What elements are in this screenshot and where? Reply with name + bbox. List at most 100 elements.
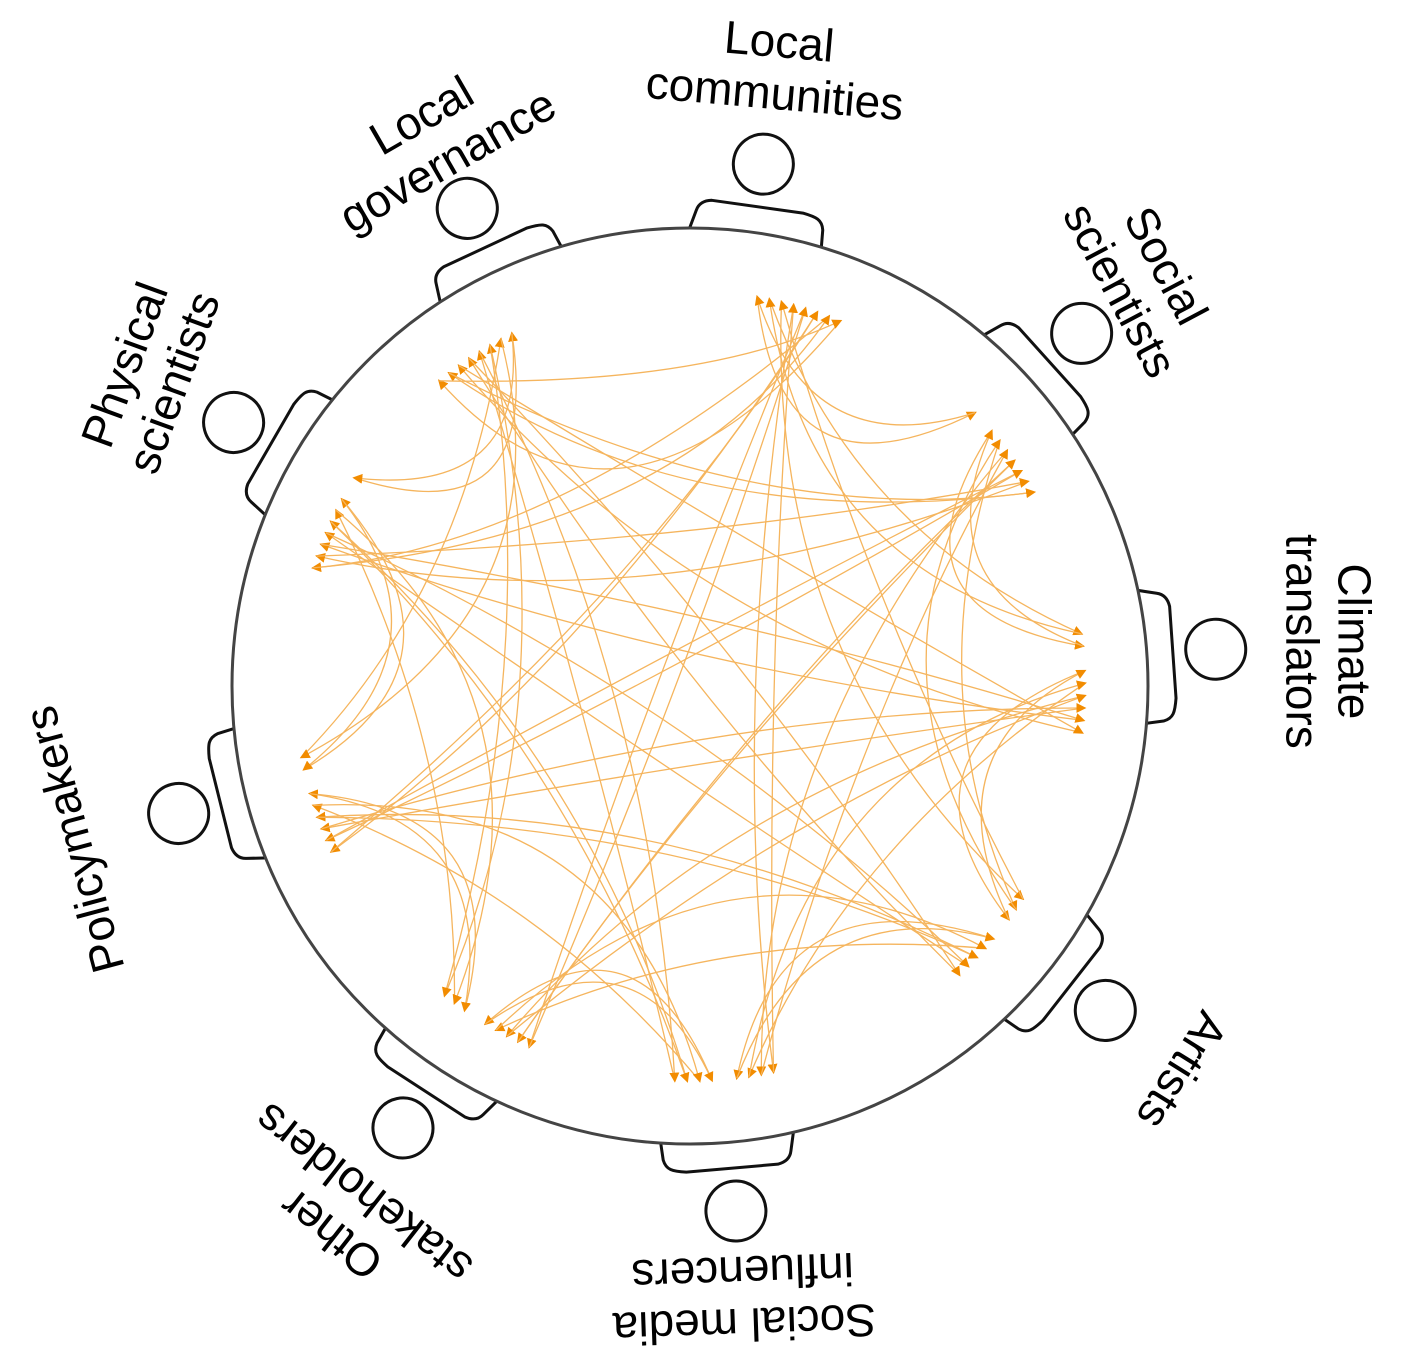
seat-social-media — [656, 1114, 798, 1243]
link-local-governance-to-climate-translators — [458, 365, 1084, 734]
seat-policymakers — [147, 722, 284, 860]
seat-local-communities — [681, 132, 825, 265]
link-other-stakeholders-to-artists — [495, 894, 988, 1031]
label-physical-scientists: Physicalscientists — [67, 267, 229, 480]
chair-social-media — [656, 1114, 798, 1174]
link-policymakers-to-social-media — [313, 803, 703, 1083]
label-other-stakeholders: Otherstakeholders — [212, 1093, 482, 1336]
seat-artists — [989, 899, 1137, 1042]
link-artists-to-local-communities — [778, 299, 1024, 900]
connection-links — [299, 294, 1087, 1083]
chair-other-stakeholders — [374, 1012, 511, 1121]
link-social-media-to-physical-scientists — [329, 520, 688, 1082]
link-social-media-to-other-stakeholders — [483, 969, 713, 1081]
link-social-media-to-social-scientists — [760, 448, 1009, 1075]
link-local-governance-to-physical-scientists — [352, 333, 514, 484]
link-social-scientists-to-local-communities — [754, 294, 976, 426]
seat-physical-scientists — [202, 389, 349, 528]
person-head-artists — [1073, 978, 1137, 1042]
link-policymakers-to-artists — [317, 816, 979, 959]
link-other-stakeholders-to-physical-scientists — [335, 508, 456, 1004]
link-local-communities-to-artists — [780, 301, 1025, 901]
chair-artists — [989, 899, 1104, 1033]
link-policymakers-to-local-governance — [301, 337, 505, 758]
link-social-media-to-climate-translators — [748, 680, 1087, 1077]
label-local-communities: Localcommunities — [644, 4, 910, 130]
link-physical-scientists-to-local-governance — [354, 331, 519, 493]
link-policymakers-to-other-stakeholders — [309, 792, 471, 1013]
label-line: translators — [1276, 534, 1328, 749]
label-line: influencers — [631, 1243, 855, 1303]
chair-policymakers — [207, 722, 284, 860]
link-physical-scientists-to-social-scientists — [316, 477, 1030, 557]
person-head-policymakers — [147, 781, 211, 845]
seats-layer — [147, 132, 1248, 1243]
label-line: Climate — [1328, 563, 1380, 719]
chair-social-scientists — [967, 321, 1090, 448]
link-artists-to-other-stakeholders — [494, 943, 986, 1032]
link-social-media-to-local-communities — [771, 302, 798, 1073]
link-artists-to-local-governance — [468, 356, 960, 976]
person-head-physical-scientists — [202, 391, 266, 455]
seat-local-governance — [434, 176, 571, 320]
link-climate-translators-to-artists — [958, 670, 1085, 921]
chair-climate-translators — [1119, 586, 1178, 727]
link-social-scientists-to-physical-scientists — [315, 480, 1029, 582]
link-physical-scientists-to-climate-translators — [321, 543, 1086, 723]
link-policymakers-to-climate-translators — [321, 702, 1087, 830]
link-physical-scientists-to-social-media — [330, 521, 690, 1083]
link-local-communities-to-climate-translators — [768, 298, 1084, 636]
link-artists-to-policymakers — [315, 811, 978, 958]
link-climate-translators-to-social-scientists — [970, 429, 1084, 647]
link-local-governance-to-social-media — [478, 351, 680, 1083]
link-local-governance-to-local-communities — [439, 319, 843, 382]
link-physical-scientists-to-artists — [325, 532, 970, 968]
link-climate-translators-to-local-governance — [457, 364, 1083, 734]
label-line: Artists — [1127, 1003, 1239, 1139]
label-line: Policymakers — [13, 701, 134, 979]
person-head-social-media — [704, 1179, 768, 1243]
label-line: communities — [644, 56, 906, 130]
chair-local-communities — [681, 198, 825, 265]
label-social-scientists: Socialscientists — [1053, 170, 1234, 386]
link-physical-scientists-to-other-stakeholders — [335, 509, 494, 1005]
link-other-stakeholders-to-social-media — [485, 981, 714, 1083]
seat-other-stakeholders — [371, 1012, 511, 1160]
label-social-media: Social mediainfluencers — [610, 1242, 877, 1355]
link-local-governance-to-policymakers — [299, 339, 517, 759]
link-other-stakeholders-to-local-communities — [528, 306, 808, 1048]
seat-social-scientists — [967, 301, 1114, 448]
chair-local-governance — [434, 223, 571, 320]
label-policymakers: Policymakers — [13, 701, 134, 979]
link-local-governance-to-social-scientists — [448, 372, 1037, 501]
link-local-communities-to-social-media — [753, 304, 795, 1075]
label-line: Social media — [612, 1294, 877, 1355]
label-climate-translators: Climatetranslators — [1276, 534, 1380, 749]
person-head-local-communities — [731, 132, 795, 196]
link-local-governance-to-other-stakeholders — [441, 345, 509, 998]
link-physical-scientists-to-local-communities — [313, 314, 831, 569]
link-social-media-to-policymakers — [311, 803, 701, 1082]
person-head-social-scientists — [1050, 301, 1114, 365]
label-local-governance: Localgovernance — [304, 33, 564, 243]
link-social-scientists-to-artists — [961, 440, 1018, 912]
person-head-other-stakeholders — [371, 1096, 435, 1160]
link-local-communities-to-other-stakeholders — [527, 308, 807, 1049]
link-artists-to-social-scientists — [925, 438, 1017, 910]
link-other-stakeholders-to-local-governance — [444, 343, 523, 996]
link-social-scientists-to-policymakers — [324, 470, 1022, 842]
link-policymakers-to-social-scientists — [326, 469, 1024, 841]
link-other-stakeholders-to-social-scientists — [517, 459, 1016, 1042]
label-line: Local — [722, 11, 836, 72]
link-local-governance-to-artists — [468, 358, 961, 977]
seat-climate-translators — [1119, 586, 1248, 727]
chair-physical-scientists — [244, 389, 349, 528]
person-head-climate-translators — [1184, 617, 1248, 681]
link-artists-to-climate-translators — [980, 669, 1087, 920]
link-policymakers-to-physical-scientists — [303, 497, 405, 771]
link-artists-to-social-media — [733, 920, 994, 1081]
link-physical-scientists-to-policymakers — [302, 498, 393, 771]
link-local-communities-to-local-governance — [437, 320, 841, 470]
link-other-stakeholders-to-policymakers — [307, 789, 476, 1011]
label-artists: Artists — [1127, 1003, 1239, 1139]
